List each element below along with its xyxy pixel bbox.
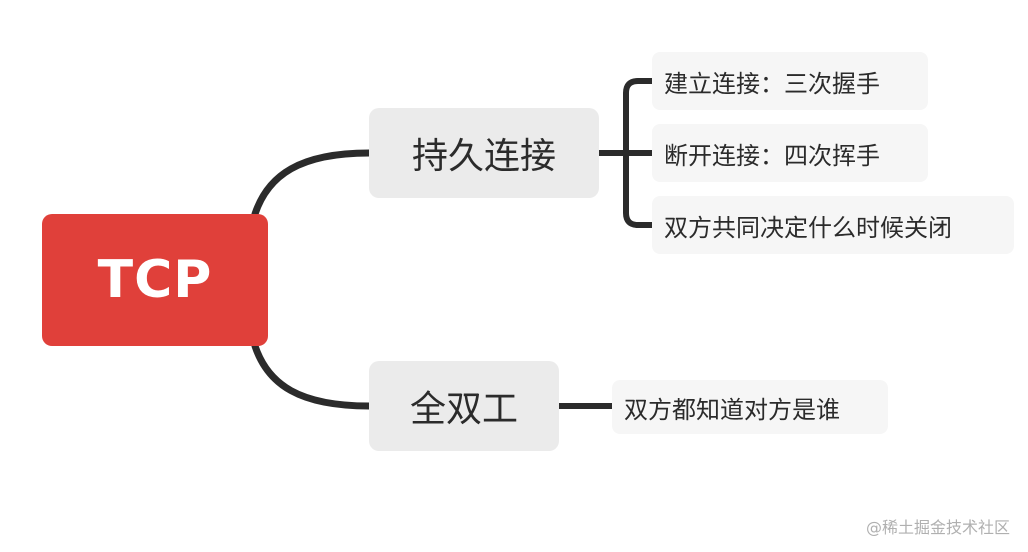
root-node-tcp: TCP bbox=[42, 214, 268, 346]
leaf-node-label: 建立连接：三次握手 bbox=[664, 69, 880, 98]
branch-node-full-duplex: 全双工 bbox=[369, 361, 559, 451]
leaf-node-close-connection: 断开连接：四次挥手 bbox=[652, 124, 928, 182]
leaf-node-decide-close: 双方共同决定什么时候关闭 bbox=[652, 196, 1014, 254]
leaf-node-label: 断开连接：四次挥手 bbox=[664, 141, 880, 170]
leaf-node-label: 双方共同决定什么时候关闭 bbox=[664, 213, 952, 242]
watermark: @稀土掘金技术社区 bbox=[865, 518, 1010, 537]
branch-node-label: 持久连接 bbox=[411, 136, 556, 177]
connector-root-to-persistent bbox=[251, 149, 373, 218]
branch-node-label: 全双工 bbox=[409, 389, 518, 430]
leaf-node-know-each-other: 双方都知道对方是谁 bbox=[612, 380, 888, 434]
leaf-node-establish-connection: 建立连接：三次握手 bbox=[652, 52, 928, 110]
branch-node-persistent-connection: 持久连接 bbox=[369, 108, 599, 198]
leaf-node-label: 双方都知道对方是谁 bbox=[624, 395, 840, 424]
root-node-label: TCP bbox=[97, 250, 213, 310]
connector-root-to-duplex bbox=[251, 342, 373, 410]
